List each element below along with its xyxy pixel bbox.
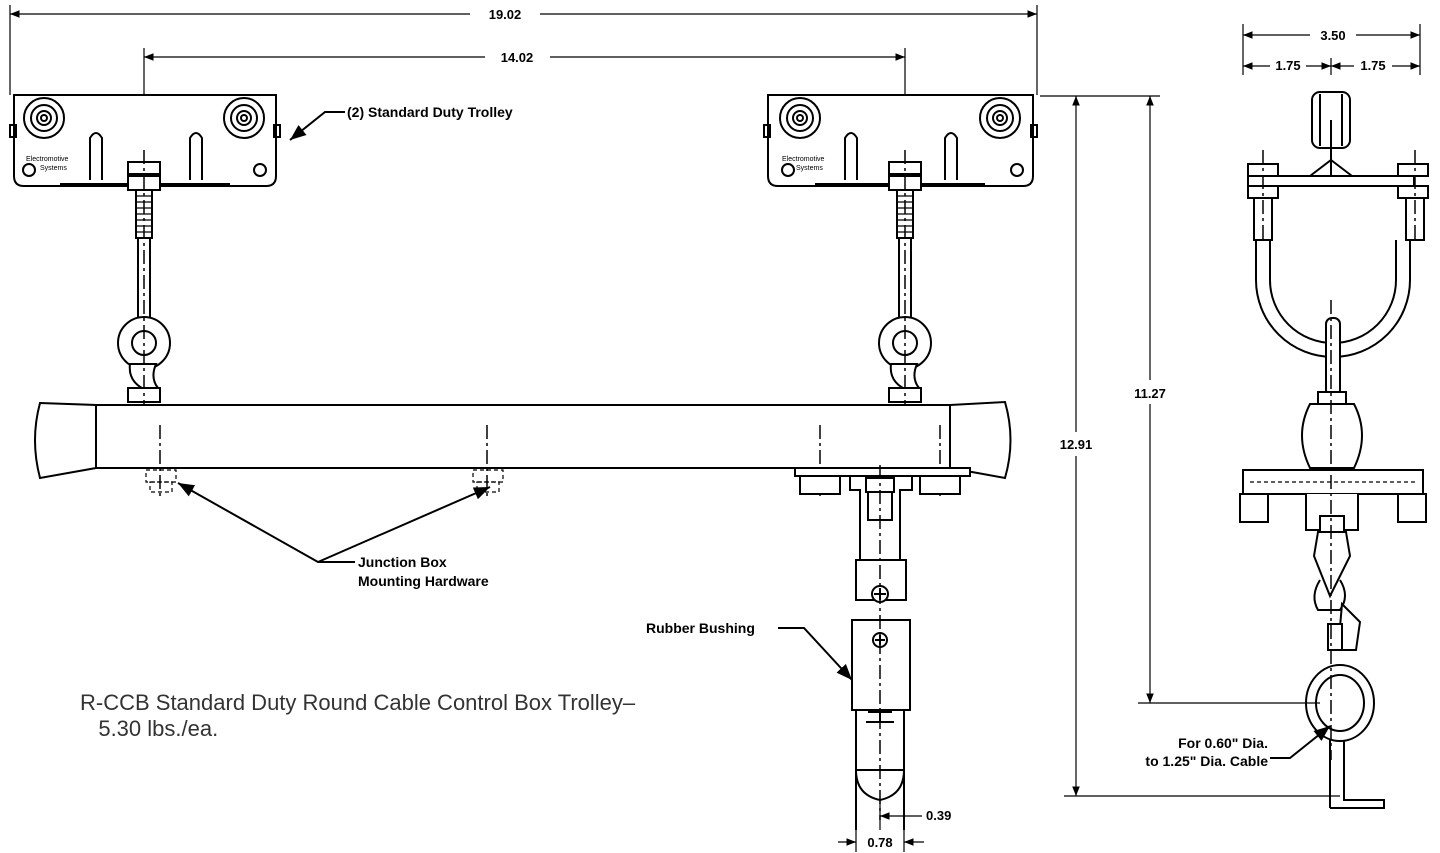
brand-text-left-2: Systems bbox=[40, 165, 67, 172]
label-cable-1: For 0.60" Dia. bbox=[1178, 735, 1268, 751]
label-trolley: (2) Standard Duty Trolley bbox=[347, 104, 513, 120]
brand-text-right-1: Electromotive bbox=[782, 156, 825, 163]
cable-clamp-front bbox=[794, 465, 971, 830]
callout-cable: For 0.60" Dia. to 1.25" Dia. Cable bbox=[1145, 725, 1331, 769]
hanger-right bbox=[878, 150, 932, 405]
callout-junction: Junction Box Mounting Hardware bbox=[177, 482, 491, 589]
caption-line-2: 5.30 lbs./ea. bbox=[80, 716, 219, 741]
brand-text-right-2: Systems bbox=[796, 165, 823, 172]
dim-bushing-half-value: 0.39 bbox=[926, 808, 951, 823]
dim-bushing-width-value: 0.78 bbox=[867, 835, 892, 850]
dim-bushing: 0.39 0.78 bbox=[838, 780, 951, 852]
brand-text-left-1: Electromotive bbox=[26, 156, 69, 163]
label-junction-1: Junction Box bbox=[358, 554, 447, 570]
junction-hardware bbox=[145, 469, 504, 493]
dim-end-width-value: 3.50 bbox=[1320, 28, 1345, 43]
label-rubber-bushing: Rubber Bushing bbox=[646, 620, 755, 636]
dim-half-right-value: 1.75 bbox=[1360, 58, 1385, 73]
callout-rubber-bushing: Rubber Bushing bbox=[646, 620, 853, 681]
dim-overall-height: 12.91 bbox=[1040, 95, 1340, 797]
end-view: 3.50 1.75 1.75 bbox=[1239, 24, 1429, 809]
dim-height-to-cable: 11.27 bbox=[1134, 96, 1320, 704]
caption-line-1: R-CCB Standard Duty Round Cable Control … bbox=[80, 690, 636, 715]
dim-overall-width: 19.02 bbox=[9, 5, 1038, 95]
main-bar bbox=[34, 400, 1012, 500]
label-cable-2: to 1.25" Dia. Cable bbox=[1145, 753, 1268, 769]
dim-overall-height-value: 12.91 bbox=[1060, 437, 1093, 452]
trolley-right: Electromotive Systems bbox=[763, 94, 1038, 187]
label-junction-2: Mounting Hardware bbox=[358, 573, 489, 589]
dim-trolley-spacing-value: 14.02 bbox=[501, 50, 534, 65]
trolley-left: Electromotive Systems bbox=[9, 94, 281, 187]
dim-trolley-spacing: 14.02 bbox=[143, 48, 906, 95]
hanger-left bbox=[117, 150, 171, 405]
dim-height-to-cable-value: 11.27 bbox=[1134, 386, 1166, 401]
caption: R-CCB Standard Duty Round Cable Control … bbox=[80, 690, 635, 742]
dim-half-left-value: 1.75 bbox=[1275, 58, 1300, 73]
dim-overall-width-value: 19.02 bbox=[489, 7, 522, 22]
callout-trolley: (2) Standard Duty Trolley bbox=[289, 104, 513, 141]
